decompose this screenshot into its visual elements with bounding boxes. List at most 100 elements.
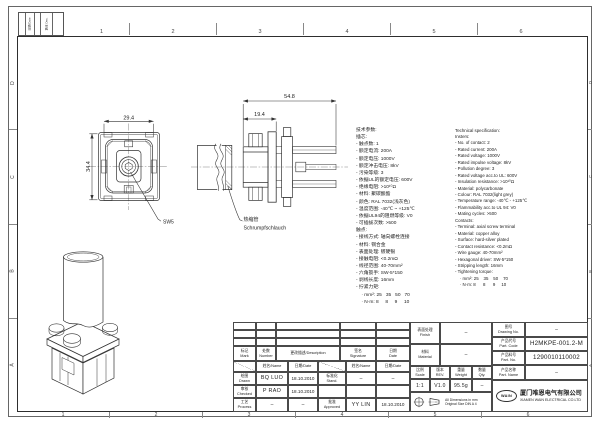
spec-line: - Rated impulse voltage: 8kV — [455, 159, 512, 165]
label-tube-cn: 热缩管 — [244, 216, 259, 223]
material-label: 材料 Material — [410, 344, 440, 366]
spec-line: - Contact resistance: <0.2mΩ — [455, 243, 513, 249]
spec-line: 技术参数: — [356, 128, 377, 133]
diagonal-cell — [318, 361, 346, 372]
process-name: – — [256, 398, 288, 412]
signature-header: 签名 Signature — [340, 346, 376, 361]
spec-line: - 颜色: RAL 7032(浅灰色) — [356, 199, 410, 205]
dim-front-height: 34.4 — [86, 161, 92, 172]
spec-line: Insters: — [455, 133, 470, 139]
date-subheader: 日期/Date — [288, 361, 318, 372]
spec-line: Contacts: — [455, 217, 474, 223]
spec-line: - 剥线长度: 16mm — [356, 278, 395, 284]
zone-label: 2 — [130, 23, 217, 35]
spec-line: - Wire gauge: 40-70mm² — [455, 250, 503, 256]
weight-label: 重量 Weight — [450, 366, 472, 379]
name-subheader: 姓名/Name — [256, 361, 288, 372]
spec-line: - 六角扳手: SW-5*150 — [356, 271, 403, 277]
spec-line: - Rated current: 200A — [455, 146, 497, 152]
dim-side-front: 19.4 — [254, 112, 265, 118]
spec-line: - Stripping length: 16mm — [455, 263, 503, 269]
standardized-label: 标准化 Stand. — [318, 372, 346, 385]
qty-value: – — [472, 379, 492, 392]
material-value: – — [440, 344, 492, 366]
spec-line: - 额定冲击电压: 8kV — [356, 163, 399, 169]
scale-label: 比例 Scale — [410, 366, 430, 379]
zone-label: 6 — [519, 29, 523, 35]
date-subheader: 日期/Date — [376, 361, 410, 372]
mark-header: 标记 Mark — [233, 346, 256, 361]
rev-value: V1.0 — [430, 379, 450, 392]
spec-block-english: Technical specification:Insters:- No. of… — [455, 128, 587, 289]
isometric-view — [46, 251, 120, 395]
spec-line: · mm²: 25 35 50 70 — [455, 275, 508, 281]
sheet-outer-border — [8, 6, 592, 417]
front-view-dimensions — [89, 119, 162, 222]
front-view — [89, 123, 168, 210]
name-date-header-row: 姓名/Name 日期/Date 姓名/Name 日期/Date — [233, 361, 410, 372]
scale-value: 1:1 — [410, 379, 430, 392]
spec-line: - Pollution degree: 3 — [455, 166, 495, 172]
spec-line: - 触点数: 1 — [356, 142, 379, 148]
process-label: 工艺 Process — [233, 398, 256, 412]
drawn-date: 18.10.2010 — [288, 372, 318, 385]
spec-line: - Hexagonal driver: SW-5*150 — [455, 256, 514, 262]
date-header: 日期 Date — [376, 346, 410, 361]
spec-line: - 拧紧力矩: — [356, 285, 380, 291]
drawing-no-label: 图号 Drawing No. — [492, 322, 525, 337]
spec-line: - Mating cycles: >500 — [455, 211, 497, 217]
zone-label: 4 — [296, 411, 389, 418]
dim-side-overall: 54.8 — [284, 94, 295, 100]
zone-label: D — [8, 36, 17, 131]
standardized-date: – — [376, 372, 410, 385]
revision-row — [233, 322, 410, 330]
label-sw5: SW5 — [163, 220, 174, 226]
label-tube-de: Schrumpfschlauch — [244, 226, 287, 232]
title-block: 标记 Mark 处数 Number 更改描述/Description 签名 Si… — [233, 322, 588, 412]
zone-label: 2 — [110, 411, 203, 418]
spec-line: - 依据UL94的阻燃等级: V0 — [356, 213, 413, 219]
revision-strip-cell: 更改 Des. — [41, 13, 54, 35]
name-subheader: 姓名/Name — [346, 361, 376, 372]
projection-cell: All Dimensions in mm Original Size DIN A… — [410, 392, 492, 412]
revision-row — [233, 338, 410, 346]
zone-label: 1 — [17, 23, 130, 35]
zone-label: 5 — [389, 411, 482, 418]
spec-line: 插芯: — [356, 135, 367, 141]
spec-line: - Surface: hard-silver plated — [455, 237, 509, 243]
checked-label: 审核 Checked — [233, 385, 256, 398]
spec-line: - 接触电阻: <0.2mΩ — [356, 256, 398, 262]
spec-line: - Tightening torque: — [455, 269, 493, 275]
process-row: 工艺 Process – – 批准 Approved YY LIN 18.10.… — [233, 398, 410, 412]
zone-label: 4 — [304, 23, 391, 35]
spec-line: - 材料: 铜合金 — [356, 242, 386, 248]
zone-label: B — [588, 225, 593, 319]
spec-line: - Material: copper alloy — [455, 230, 500, 236]
spec-line: - 温度范围: -40℃ ~ +125℃ — [356, 206, 415, 212]
spec-line: · mm²: 25 35 50 70 — [356, 292, 410, 298]
spec-line: - 额定电流: 200A — [356, 149, 392, 155]
revision-header-row: 标记 Mark 处数 Number 更改描述/Description 签名 Si… — [233, 346, 410, 361]
spec-line: - Rated voltage acc.to UL: 600V — [455, 172, 518, 178]
checked-row: 审核 Checked P RAO 18.10.2010 — [233, 385, 410, 398]
spec-line: - 额定电压: 1000V — [356, 156, 395, 162]
approved-date: 18.10.2010 — [376, 398, 410, 412]
spec-line: - 线径范围: 40-70mm² — [356, 263, 403, 269]
spec-line: - Flammability acc.to UL 94: V0 — [455, 204, 516, 210]
spec-line: - 材料: 聚碳酸酯 — [356, 192, 391, 198]
revision-row — [233, 330, 410, 338]
rev-label: 版本 REV. — [430, 366, 450, 379]
spec-line: · N·m: 8 8 9 10 — [356, 299, 410, 305]
part-name-value: – — [525, 365, 588, 380]
spec-line: - 可插拔次数: >500 — [356, 221, 397, 227]
part-no-label: 产品料号 Part. No. — [492, 351, 525, 365]
zone-label: B — [8, 225, 17, 319]
zone-label: 6 — [526, 411, 530, 418]
approved-label: 批准 Approved — [318, 398, 346, 412]
spec-line: - Temperature range: -40℃ - +125℃ — [455, 198, 528, 204]
spec-line: - 污染等级: 3 — [356, 170, 384, 176]
spec-line: - 绝缘电阻: >10¹⁰Ω — [356, 185, 397, 191]
